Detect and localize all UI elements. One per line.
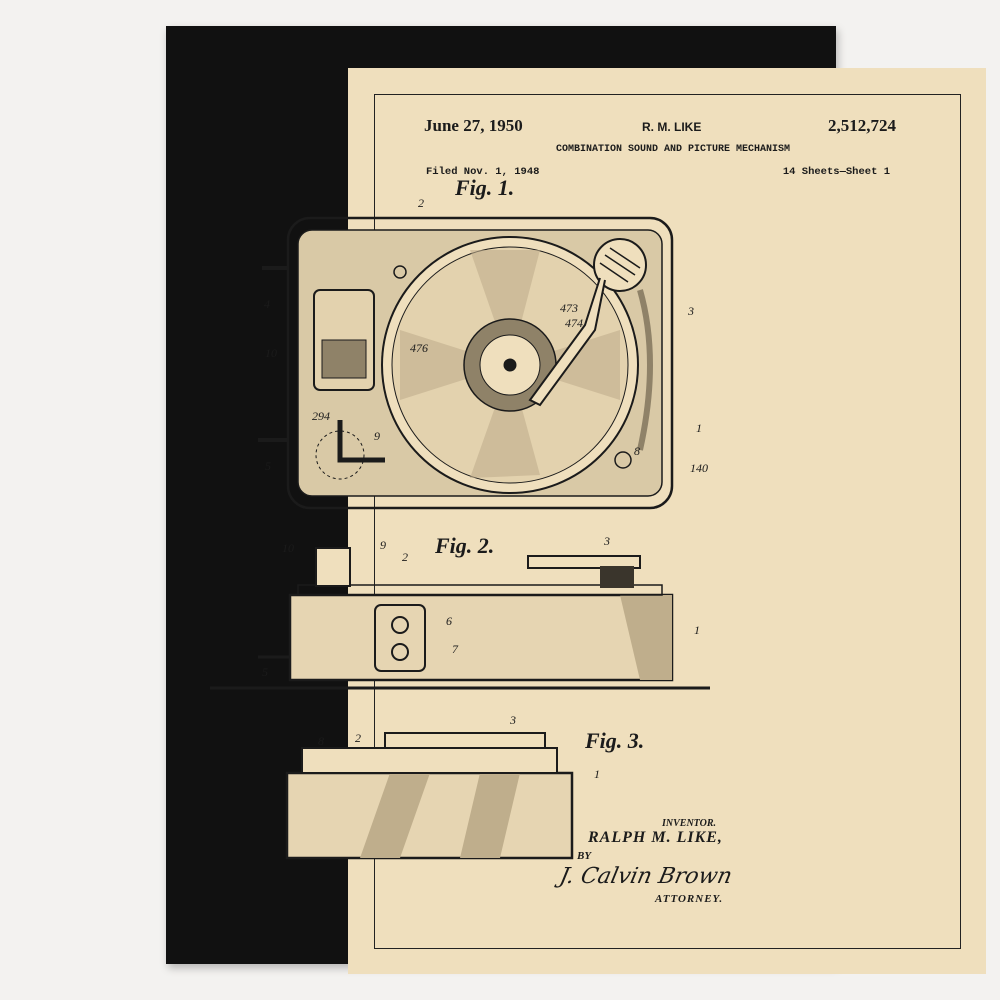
attorney-signature: J. Calvin Brown	[557, 864, 734, 889]
svg-text:3: 3	[687, 304, 694, 318]
svg-text:1: 1	[594, 767, 600, 781]
fig3-label: Fig. 3.	[584, 728, 644, 753]
svg-text:473: 473	[560, 301, 578, 315]
svg-text:6: 6	[446, 614, 452, 628]
svg-text:1: 1	[694, 623, 700, 637]
attorney-label: ATTORNEY.	[655, 893, 723, 905]
inventor-name: RALPH M. LIKE,	[588, 829, 723, 847]
svg-text:5: 5	[265, 459, 271, 473]
svg-text:3: 3	[509, 713, 516, 727]
svg-text:476: 476	[410, 341, 428, 355]
svg-text:294: 294	[312, 409, 330, 423]
svg-text:5: 5	[262, 665, 268, 679]
svg-text:9: 9	[374, 429, 380, 443]
svg-text:140: 140	[690, 461, 708, 475]
inventor-label: INVENTOR.	[662, 818, 716, 829]
svg-text:10: 10	[282, 541, 294, 555]
svg-text:10: 10	[265, 346, 277, 360]
svg-text:7: 7	[452, 642, 459, 656]
svg-text:8: 8	[634, 444, 640, 458]
svg-text:2: 2	[418, 196, 424, 210]
svg-text:1: 1	[696, 421, 702, 435]
svg-text:8: 8	[318, 734, 324, 748]
svg-text:2: 2	[402, 550, 408, 564]
svg-text:4: 4	[264, 297, 270, 311]
svg-text:3: 3	[603, 534, 610, 548]
svg-text:2: 2	[355, 731, 361, 745]
by-label: BY	[577, 850, 591, 862]
svg-text:9: 9	[380, 538, 386, 552]
figure-2-turntable-front-view: Fig. 2.	[210, 533, 710, 688]
fig2-label: Fig. 2.	[434, 533, 494, 558]
svg-text:474: 474	[565, 316, 583, 330]
fig1-label: Fig. 1.	[454, 175, 514, 200]
figure-1-turntable-top-view: Fig. 1.	[258, 175, 672, 508]
